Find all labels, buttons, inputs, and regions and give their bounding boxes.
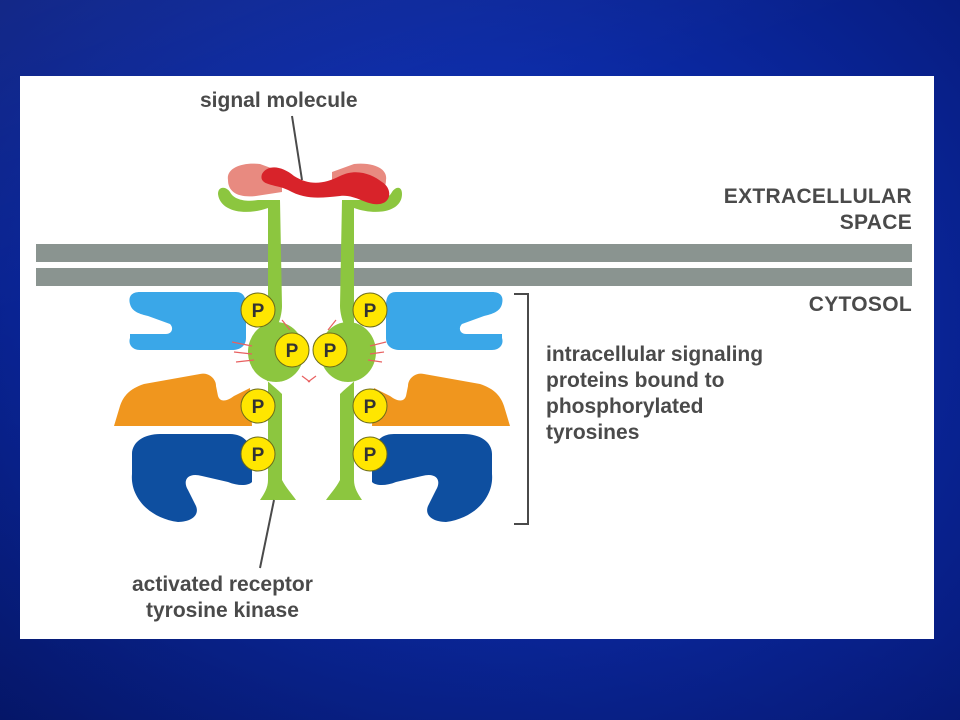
signaling-protein-orange-right xyxy=(372,373,510,426)
phospho-label: P xyxy=(252,397,265,418)
signaling-protein-light-blue-right xyxy=(386,292,503,350)
bracket xyxy=(514,293,529,525)
signal-molecule-pointer xyxy=(291,115,303,181)
phospho-label: P xyxy=(364,301,377,322)
signaling-protein-light-blue-left xyxy=(129,292,246,350)
intracellular-proteins-label: intracellular signaling proteins bound t… xyxy=(546,343,764,444)
receptor-diagram: P P P P P P P P xyxy=(36,115,912,569)
signaling-protein-orange-left xyxy=(114,373,252,426)
phospho-label: P xyxy=(252,301,265,322)
phosphotyrosine-left-2: P xyxy=(274,332,310,368)
figure-panel: P P P P P P P P xyxy=(20,76,934,639)
phosphotyrosine-right-4: P xyxy=(352,436,388,472)
phosphotyrosine-left-4: P xyxy=(240,436,276,472)
cytosol-label: CYTOSOL xyxy=(808,293,912,316)
receptor-left-monomer xyxy=(218,187,296,500)
receptor-pointer xyxy=(259,499,275,569)
phosphotyrosine-right-3: P xyxy=(352,388,388,424)
phospho-label: P xyxy=(324,341,337,362)
membrane-outer-layer xyxy=(36,244,912,262)
activation-sparks xyxy=(231,319,387,383)
signaling-protein-dark-blue-left xyxy=(131,434,252,522)
phosphotyrosine-right-2: P xyxy=(312,332,348,368)
signal-molecule xyxy=(261,167,390,205)
phospho-label: P xyxy=(286,341,299,362)
extracellular-space-label: EXTRACELLULAR SPACE xyxy=(723,185,912,234)
phosphotyrosine-right-1: P xyxy=(352,292,388,328)
signaling-protein-dark-blue-right xyxy=(372,434,493,522)
phosphotyrosine-left-3: P xyxy=(240,388,276,424)
phospho-label: P xyxy=(364,397,377,418)
membrane-inner-layer xyxy=(36,268,912,286)
receptor-label: activated receptor tyrosine kinase xyxy=(132,573,313,622)
phospho-label: P xyxy=(252,445,265,466)
signal-molecule-label: signal molecule xyxy=(200,89,358,112)
phospho-label: P xyxy=(364,445,377,466)
phosphotyrosine-left-1: P xyxy=(240,292,276,328)
